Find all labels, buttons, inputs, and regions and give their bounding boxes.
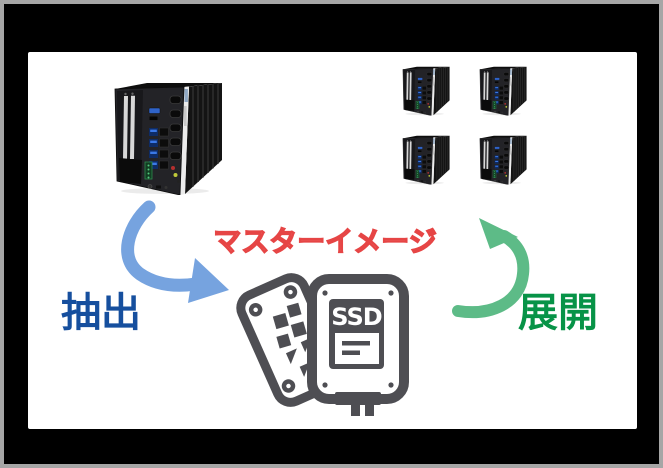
diagram-panel: マスターイメージ 抽出 — [28, 52, 637, 429]
extract-arrow-icon — [121, 200, 229, 303]
deploy-label: 展開 — [518, 291, 598, 335]
clone-pc-image — [479, 66, 527, 116]
clone-pc-image — [479, 135, 527, 185]
ssd-master-image-icon: SSD — [236, 273, 409, 416]
ssd-label: SSD — [331, 303, 381, 331]
clone-pc-image — [402, 135, 450, 185]
clone-pc-image — [402, 66, 450, 116]
master-pc-image — [113, 82, 223, 195]
extract-label: 抽出 — [61, 291, 141, 335]
ssd-drive-icon: SSD — [307, 274, 409, 416]
master-image-label: マスターイメージ — [213, 225, 438, 257]
deploy-arrow-icon — [452, 218, 530, 318]
